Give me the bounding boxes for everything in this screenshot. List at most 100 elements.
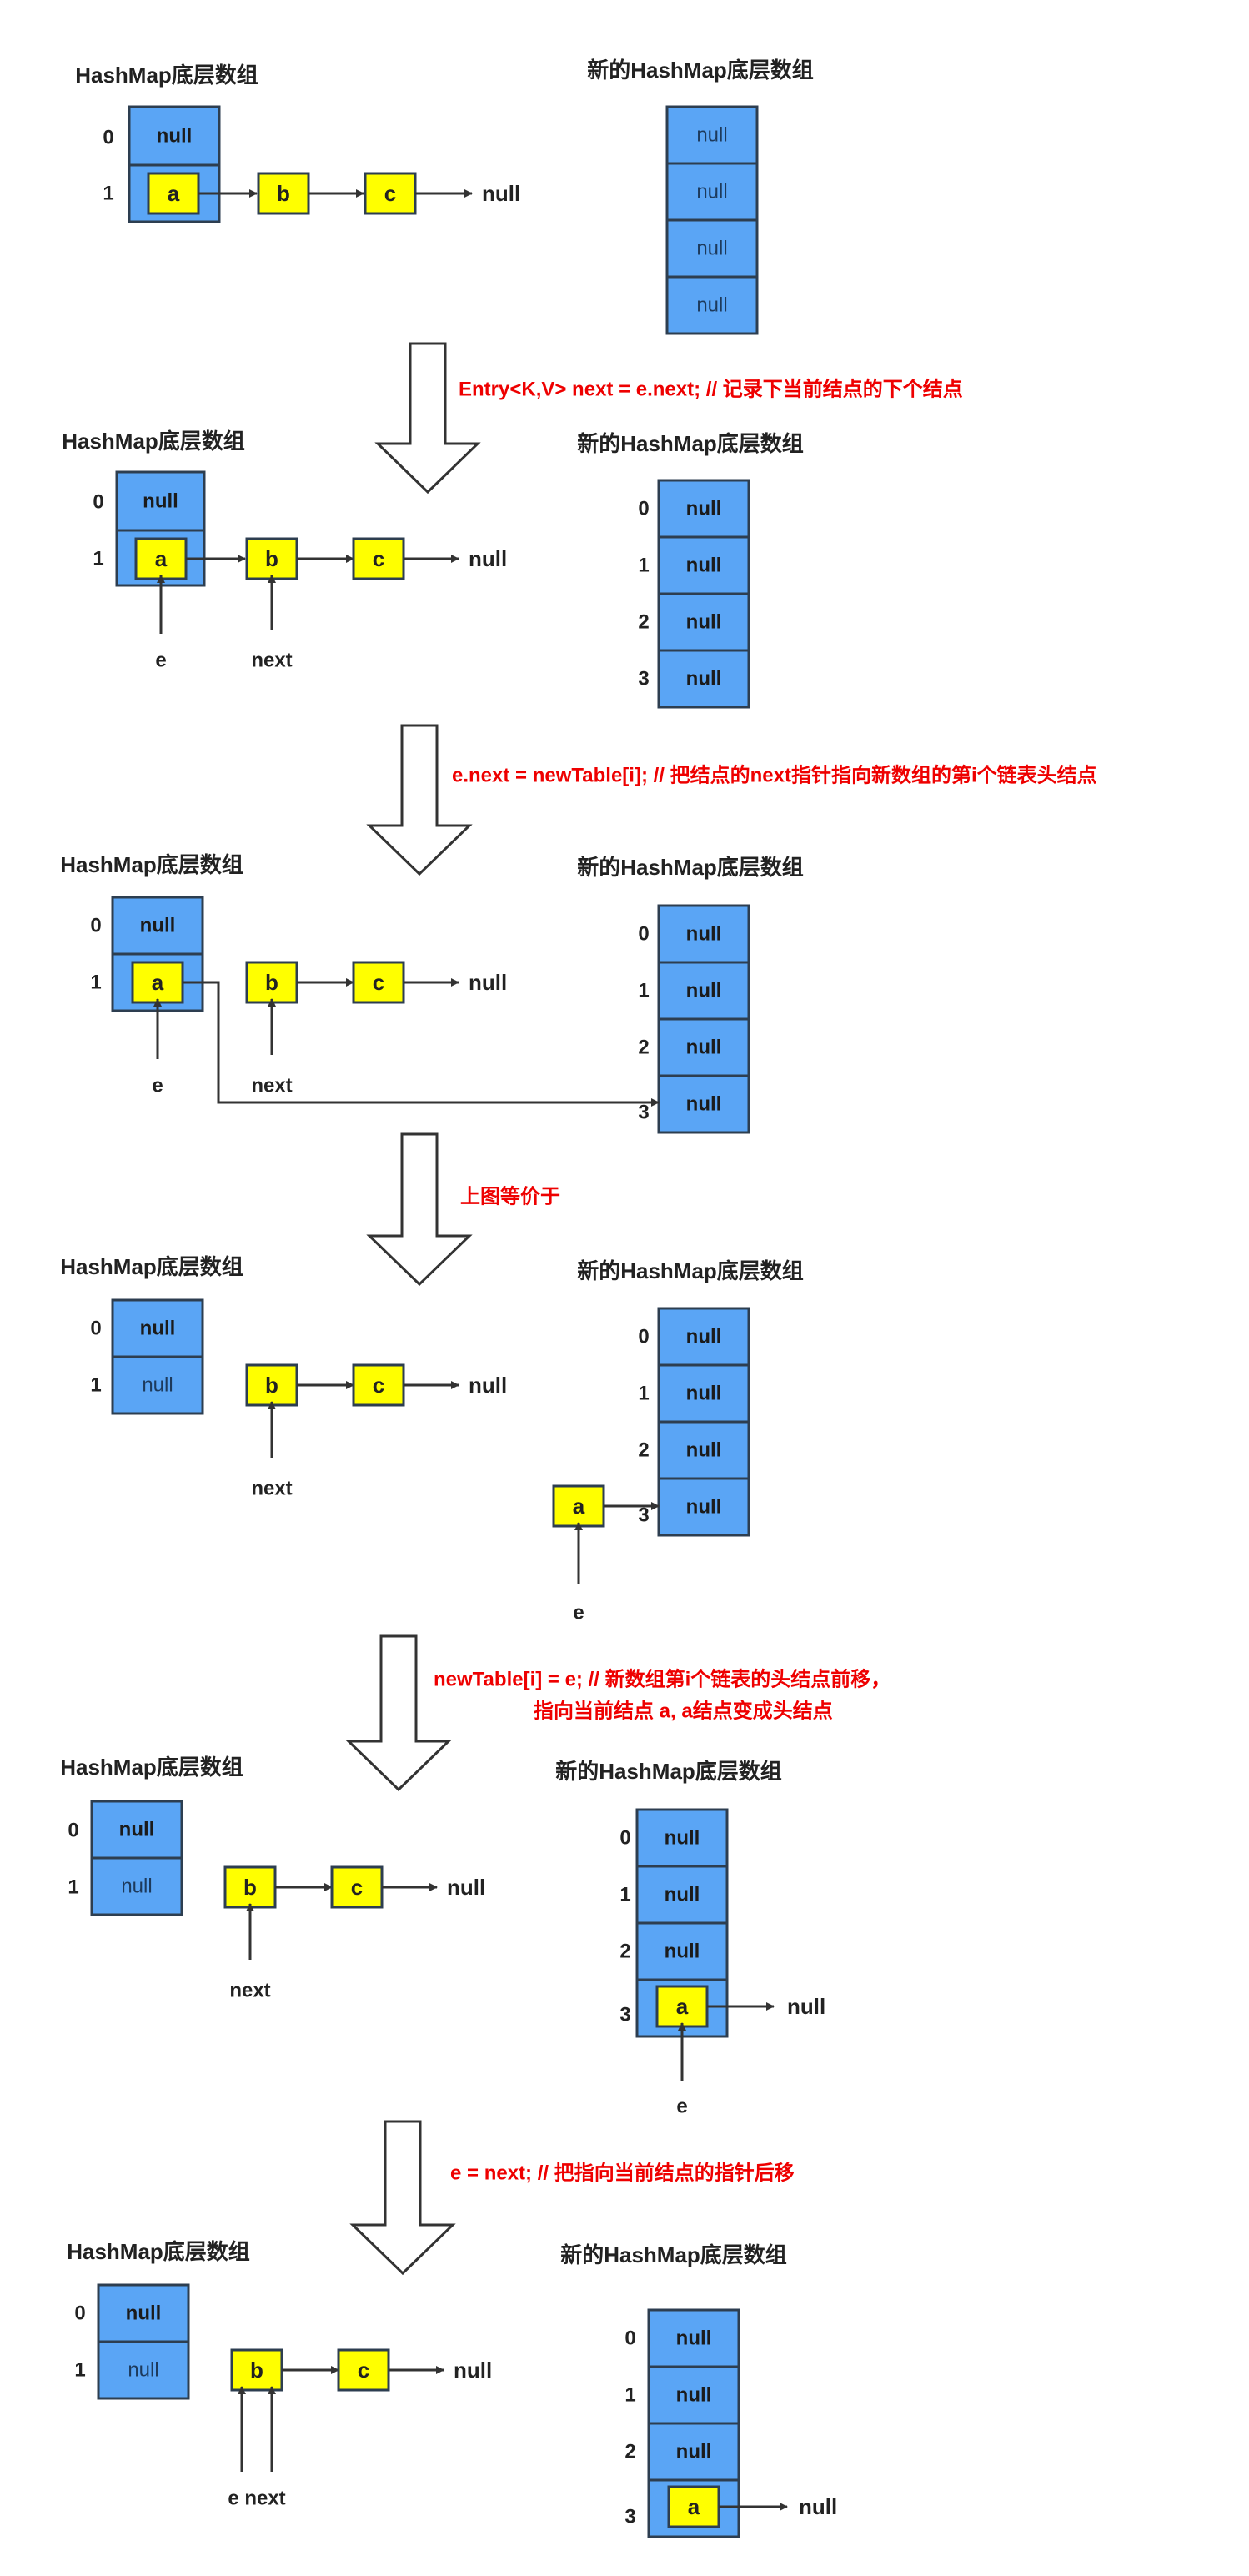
p5-new-index-1: 1 <box>619 1884 630 1906</box>
p5-title-old: HashMap底层数组 <box>60 1755 243 1780</box>
p2-title-new: 新的HashMap底层数组 <box>577 431 804 456</box>
p1-new-cell-1-text: null <box>696 181 727 203</box>
p1-node-c-text: c <box>384 181 396 206</box>
p4-new-index-0: 0 <box>638 1326 649 1348</box>
p5-new-cell-0 <box>635 1808 729 1868</box>
p4-title-new: 新的HashMap底层数组 <box>577 1258 804 1283</box>
p3-new-index-1: 1 <box>638 980 649 1002</box>
p5-label-next: next <box>229 1980 270 2002</box>
p5-old-index-0: 0 <box>68 1820 78 1842</box>
p1-new-cell-3-text: null <box>696 294 727 317</box>
p5-new-index-3: 3 <box>619 2004 630 2026</box>
p4-node-b-text: b <box>265 1373 278 1398</box>
p2-label-e: e <box>155 650 166 672</box>
p3-new-cell-3-text: null <box>686 1093 722 1116</box>
p5-old-index-1: 1 <box>68 1876 78 1899</box>
p6-chain-null: null <box>454 2358 492 2383</box>
p6-node-c <box>337 2348 390 2392</box>
p1-old-cell-0 <box>128 105 221 167</box>
p5-node-a-text: a <box>676 1994 689 2019</box>
p2-new-cell-2 <box>657 592 750 652</box>
p3-link-a-to-new-3 <box>183 981 660 1107</box>
p3-new-cell-2 <box>657 1017 750 1077</box>
p5-new-cell-0-text: null <box>665 1827 700 1850</box>
p1-old-index-1: 1 <box>103 183 113 205</box>
p1-node-a <box>147 172 200 215</box>
p4-node-a <box>552 1484 605 1528</box>
p6-node-a <box>667 2485 720 2528</box>
p5-node-c-text: c <box>351 1875 363 1900</box>
p1-node-b-text: b <box>277 181 290 206</box>
p5-label-e: e <box>676 2096 687 2118</box>
p6-a-null: null <box>799 2494 837 2519</box>
p4-new-cell-3 <box>657 1477 750 1537</box>
p1-new-cell-3 <box>665 275 759 335</box>
p4-chain-null: null <box>469 1373 507 1398</box>
p4-node-a-text: a <box>573 1494 585 1519</box>
p3-new-index-3: 3 <box>638 1102 649 1124</box>
p2-node-b-text: b <box>265 546 278 571</box>
p5-old-cell-0 <box>90 1800 183 1860</box>
p5-node-b-text: b <box>243 1875 257 1900</box>
p2-old-cell-0 <box>115 470 206 532</box>
p2-new-cell-2-text: null <box>686 611 722 634</box>
p4-old-cell-0 <box>111 1298 204 1358</box>
p3-new-cell-0-text: null <box>686 923 722 946</box>
p6-label-e-next: e next <box>228 2488 285 2510</box>
p4-label-e: e <box>573 1602 584 1624</box>
p5-a-null: null <box>787 1994 825 2019</box>
p4-old-cell-1-text: null <box>142 1374 173 1397</box>
p3-node-c-text: c <box>373 970 384 995</box>
p1-new-cell-1 <box>665 162 759 222</box>
p5-caption: e = next; // 把指向当前结点的指针后移 <box>450 2162 795 2185</box>
p3-node-b-text: b <box>265 970 278 995</box>
p4-new-cell-3-text: null <box>686 1496 722 1519</box>
p1-caption: Entry<K,V> next = e.next; // 记录下当前结点的下个结… <box>459 378 963 401</box>
p1-new-cell-2-text: null <box>696 238 727 260</box>
p6-node-c-text: c <box>358 2358 369 2383</box>
p3-old-index-0: 0 <box>90 915 101 937</box>
p4-new-cell-2-text: null <box>686 1439 722 1462</box>
p2-caption: e.next = newTable[i]; // 把结点的next指针指向新数组… <box>452 764 1097 787</box>
p3-node-c <box>352 961 405 1004</box>
p2-label-next: next <box>251 650 292 672</box>
p2-new-index-0: 0 <box>638 498 649 520</box>
p3-chain-null: null <box>469 970 507 995</box>
p4-caption-line-1: newTable[i] = e; // 新数组第i个链表的头结点前移， <box>434 1668 890 1691</box>
p6-title-old: HashMap底层数组 <box>67 2239 250 2264</box>
p2-new-index-1: 1 <box>638 555 649 577</box>
p5-down-arrow <box>349 2120 456 2276</box>
p4-label-next: next <box>251 1478 292 1500</box>
p6-old-index-0: 0 <box>74 2302 85 2325</box>
p2-old-cell-0-text: null <box>143 490 178 513</box>
p4-old-index-0: 0 <box>90 1318 101 1340</box>
p3-title-old: HashMap底层数组 <box>60 852 243 877</box>
p2-new-cell-3 <box>657 649 750 709</box>
p6-node-a-text: a <box>688 2494 700 2519</box>
p2-node-a-text: a <box>155 546 168 571</box>
p2-old-index-0: 0 <box>93 491 103 514</box>
p1-new-cell-0-text: null <box>696 124 727 147</box>
p3-down-arrow <box>366 1132 473 1287</box>
p2-title-old: HashMap底层数组 <box>62 429 245 454</box>
p3-node-a-text: a <box>152 970 164 995</box>
p6-node-b-text: b <box>250 2358 263 2383</box>
p3-new-index-0: 0 <box>638 923 649 946</box>
p2-new-cell-0-text: null <box>686 498 722 520</box>
p3-caption: 上图等价于 <box>460 1185 560 1208</box>
p3-label-e: e <box>152 1075 163 1097</box>
p6-old-index-1: 1 <box>74 2359 85 2382</box>
p2-node-c-text: c <box>373 546 384 571</box>
p3-old-cell-0 <box>111 896 204 956</box>
p3-new-cell-1 <box>657 961 750 1021</box>
p5-old-cell-1-text: null <box>121 1876 152 1898</box>
p3-old-cell-0-text: null <box>140 915 176 937</box>
p5-old-cell-1 <box>90 1856 183 1916</box>
p6-new-index-2: 2 <box>624 2441 635 2463</box>
p2-new-index-2: 2 <box>638 611 649 634</box>
p3-new-cell-3 <box>657 1074 750 1134</box>
p4-new-cell-1-text: null <box>686 1383 722 1405</box>
p3-old-index-1: 1 <box>90 972 101 994</box>
p6-new-cell-2-text: null <box>676 2441 712 2463</box>
p3-label-next: next <box>251 1075 292 1097</box>
